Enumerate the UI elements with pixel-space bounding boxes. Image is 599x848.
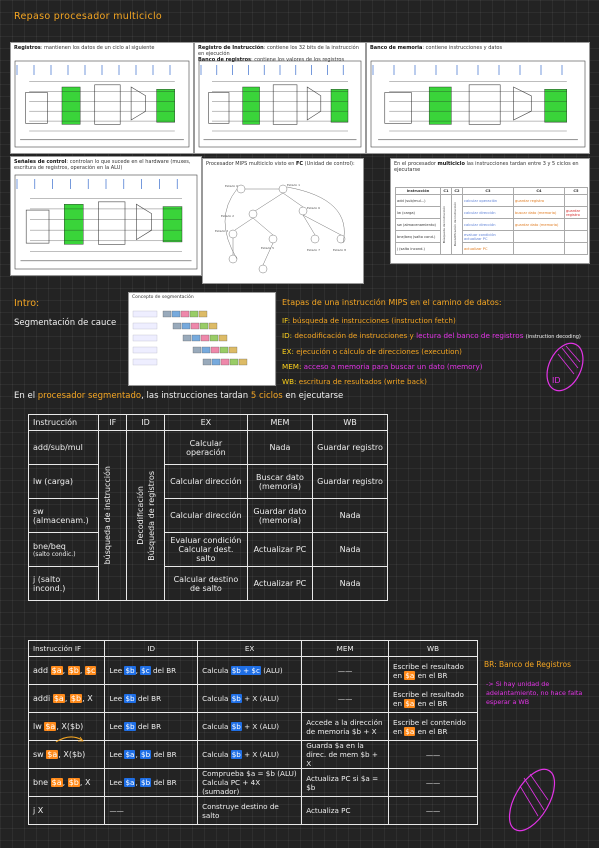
datapath-diagram <box>370 60 586 148</box>
col-ex: EX <box>197 640 303 657</box>
swap-arrow <box>55 736 84 743</box>
table-row: lw (carga) Calcular dirección Buscar dat… <box>27 464 388 499</box>
svg-text:Estado 1: Estado 1 <box>287 183 300 187</box>
card-instruccion: Registro de Instrucción: contiene los 32… <box>194 42 366 154</box>
col-instruccion: Instrucción IF <box>27 640 106 657</box>
fsm-diagram: Estado 0 Estado 1 Estado 2 Estado 6 Estado… <box>215 183 346 274</box>
datapath-diagram <box>14 60 190 148</box>
col-ex: EX <box>164 414 248 431</box>
forwarding-tip: -> Si hay unidad de adelantamiento, no h… <box>486 680 583 706</box>
table-row: sw (almacenam.) Calcular dirección Guard… <box>27 498 388 533</box>
card-registros: Registros: mantienen los datos de un cic… <box>10 42 194 154</box>
table-row: j (salto incond.) Calcular destino de sa… <box>27 566 388 601</box>
stage-ex: EX: ejecución o cálculo de direcciones (… <box>282 347 462 356</box>
table-row: add/sub/mul búsqueda de instrucción Deco… <box>27 430 388 601</box>
intro-label: Intro: <box>14 298 40 309</box>
ciclos-table: Instrucción C1 C2 C3 C4 C5 add (sub/mul.… <box>395 187 588 255</box>
svg-text:Estado 3: Estado 3 <box>215 229 228 233</box>
stage-if: IF: búsqueda de instrucciones (instructi… <box>282 316 456 325</box>
card-fc: Procesador MIPS multiciclo visto en FC (… <box>202 158 364 284</box>
br-note: BR: Banco de Registros <box>484 660 571 669</box>
card-control: Señales de control: controlan lo que suc… <box>10 156 202 276</box>
svg-text:Estado 7: Estado 7 <box>307 248 320 252</box>
page-title: Repaso procesador multiciclo <box>14 11 163 22</box>
svg-text:Estado 2: Estado 2 <box>221 214 234 218</box>
card-ciclos: En el procesador multiciclo las instrucc… <box>390 158 590 264</box>
table-row: bne/beq(salto condic.) Evaluar condición… <box>27 532 388 567</box>
stamp-ellipse: ID <box>546 342 584 392</box>
segmentado-sentence: En el procesador segmentado, las instruc… <box>14 391 344 401</box>
etapas-list: IF: búsqueda de instrucciones (instructi… <box>282 316 581 387</box>
col-id: ID <box>126 414 165 431</box>
datapath-diagram <box>198 60 362 148</box>
stage-mem: MEM: acceso a memoria para buscar un dat… <box>282 362 483 371</box>
svg-text:ID: ID <box>552 376 561 385</box>
datapath-diagram <box>14 174 198 270</box>
pipeline-table: Instrucción IF ID EX MEM WB add $a, $b, … <box>27 640 478 825</box>
col-if: IF <box>98 414 128 431</box>
svg-text:Estado 5: Estado 5 <box>261 246 274 250</box>
svg-text:Estado 6: Estado 6 <box>307 206 320 210</box>
col-id: ID <box>104 640 199 657</box>
card-memoria: Banco de memoria: contiene instrucciones… <box>366 42 590 154</box>
pipeline-diagram <box>132 310 248 366</box>
stage-id: ID: decodificación de instrucciones y le… <box>282 331 581 340</box>
svg-text:Estado 0: Estado 0 <box>225 184 238 188</box>
etapas-title: Etapas de una instrucción MIPS en el cam… <box>282 298 502 307</box>
stamp-ellipse <box>508 768 556 832</box>
stages-table: Instrucción IF ID EX MEM WB add/sub/mul … <box>27 414 388 601</box>
col-mem: MEM <box>301 640 390 657</box>
intro-subtitle: Segmentación de cauce <box>14 318 117 328</box>
col-wb: WB <box>388 640 478 657</box>
col-mem: MEM <box>246 414 314 431</box>
stage-wb: WB: escritura de resultados (write back) <box>282 377 427 386</box>
col-wb: WB <box>312 414 388 431</box>
card-segmentacion: Concepto de segmentación <box>128 292 276 386</box>
col-instruccion: Instrucción <box>27 414 100 431</box>
svg-text:Estado 8: Estado 8 <box>333 248 346 252</box>
